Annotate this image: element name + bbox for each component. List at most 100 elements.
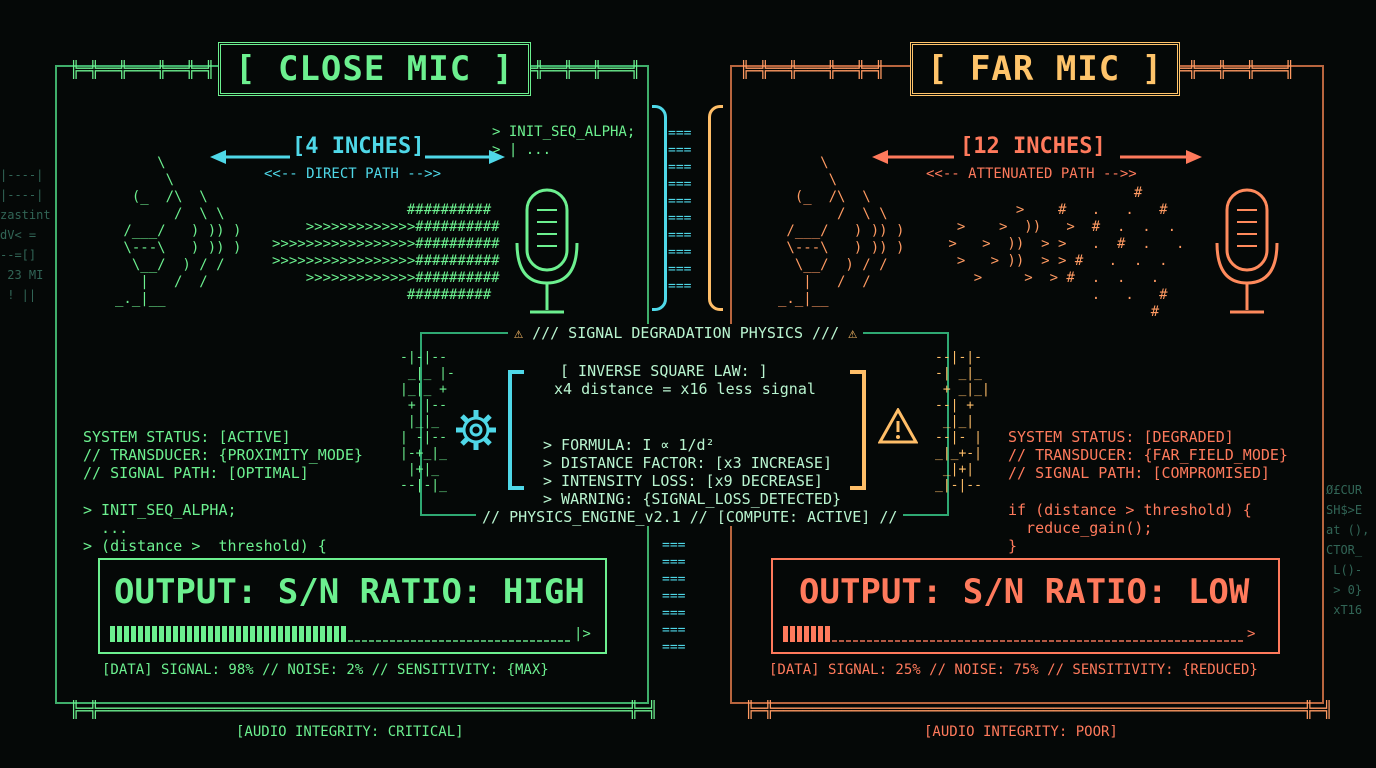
bar-segment [1098,640,1103,642]
status-line: SYSTEM STATUS: [ACTIVE] [83,428,291,446]
left-status-block: SYSTEM STATUS: [ACTIVE]// TRANSDUCER: {P… [83,410,363,482]
bar-segment [1077,640,1082,642]
status-line: // TRANSDUCER: {PROXIMITY_MODE} [83,446,363,464]
bar-segment [243,626,248,642]
bar-segment [117,626,122,642]
bar-segment [180,626,185,642]
bar-segment [313,626,318,642]
bar-segment [1189,640,1194,642]
bar-segment [1224,640,1229,642]
bar-segment [271,626,276,642]
right-distance-label: [12 INCHES] [960,134,1106,159]
bar-segment [222,626,227,642]
physics-footer: // PHYSICS_ENGINE_v2.1 // [COMPUTE: ACTI… [476,508,904,526]
bar-segment [544,640,549,642]
bar-segment [1168,640,1173,642]
bar-segment [965,640,970,642]
status-line: // SIGNAL PATH: [COMPROMISED] [1008,464,1270,482]
right-code-block: if (distance > threshold) { reduce_gain(… [1008,483,1252,555]
bar-segment [993,640,998,642]
left-integrity: [AUDIO INTEGRITY: CRITICAL] [236,724,464,740]
bar-end-glyph: > [1247,626,1256,642]
bar-segment [1105,640,1110,642]
warning-icon: ⚠ [839,324,858,342]
code-line: reduce_gain(); [1008,519,1153,537]
right-glitch-text: Ø£CUR SH$>E at (), CTOR_ L()- > 0} xT16 [1326,483,1370,617]
mid-divider-top: === === === === === === === === === === [668,126,692,294]
physics-details: > FORMULA: I ∝ 1/d²> DISTANCE FACTOR: [x… [543,418,841,508]
cyan-brace [652,105,667,311]
bar-segment [397,640,402,642]
left-signal-bar: |> [110,626,591,642]
status-line: SYSTEM STATUS: [DEGRADED] [1008,428,1234,446]
face-icon: \ \ (_ /\ \ / \ \ /___/ ) )) ) \---\ ) )… [115,155,242,307]
close-mic-title: [ CLOSE MIC ] [218,42,532,96]
warning-line: > WARNING: {SIGNAL_LOSS_DETECTED} [543,490,842,508]
right-circuit: --|-|- -| _|_ + _|_| --| + _|_| --|- | _… [935,350,990,493]
bar-segment [1063,640,1068,642]
far-mic-title: [ FAR MIC ] [910,42,1181,96]
bar-segment [1056,640,1061,642]
right-signal-bar: > [783,626,1255,642]
bar-segment [839,640,844,642]
left-glitch-text: |----| |----| zastint dV< = --=[] 23 MI … [0,168,51,302]
bar-segment [846,640,851,642]
bar-segment [138,626,143,642]
left-output-box: OUTPUT: S/N RATIO: HIGH |> [98,558,607,654]
code-line: ... [83,519,129,537]
amber-brace [708,105,723,311]
bar-segment [1091,640,1096,642]
physics-panel: -|-|-- _|_ |- |_|_ + + |-- |_|_ | -|-- |… [400,322,990,526]
warning-icon: ⚠ [514,324,533,342]
bar-segment [208,626,213,642]
bar-segment [1238,640,1243,642]
bar-segment [916,640,921,642]
bar-segment [1084,640,1089,642]
bar-segment [166,626,171,642]
bar-segment [502,640,507,642]
bar-segment [1028,640,1033,642]
left-path-label: <<-- DIRECT PATH -->> [264,166,442,182]
bar-segment [1021,640,1026,642]
bar-segment [383,640,388,642]
bar-segment [867,640,872,642]
formula: > FORMULA: I ∝ 1/d² [543,436,715,454]
physics-header-text: /// SIGNAL DEGRADATION PHYSICS /// [532,324,840,342]
bar-segment [888,640,893,642]
bar-segment [811,626,816,642]
bar-segment [1210,640,1215,642]
face-icon: \ \ (_ /\ \ / \ \ /___/ ) )) ) \---\ ) )… [778,155,905,307]
bar-segment [979,640,984,642]
bar-segment [257,626,262,642]
bar-segment [558,640,563,642]
bar-segment [825,626,830,642]
bar-segment [215,626,220,642]
bar-segment [1182,640,1187,642]
bar-segment [1196,640,1201,642]
bar-segment [516,640,521,642]
bar-segment [565,640,570,642]
bar-segment [902,640,907,642]
bar-segment [1133,640,1138,642]
physics-header: ⚠ /// SIGNAL DEGRADATION PHYSICS /// ⚠ [508,324,864,342]
bar-segment [944,640,949,642]
bar-segment [923,640,928,642]
left-distance-label: [4 INCHES] [292,134,425,159]
bar-segment [1014,640,1019,642]
right-output-label: OUTPUT: S/N RATIO: LOW [799,572,1250,612]
bar-segment [355,640,360,642]
bar-segment [306,626,311,642]
bar-segment [124,626,129,642]
bar-segment [930,640,935,642]
bar-segment [292,626,297,642]
right-integrity: [AUDIO INTEGRITY: POOR] [924,724,1118,740]
bar-segment [299,626,304,642]
bar-segment [951,640,956,642]
left-output-label: OUTPUT: S/N RATIO: HIGH [114,572,585,612]
code-line: } [1008,537,1018,555]
bar-segment [432,640,437,642]
bar-segment [236,626,241,642]
microphone-icon [1212,188,1282,322]
law-title: [ INVERSE SQUARE LAW: ] [560,362,768,380]
bar-segment [495,640,500,642]
